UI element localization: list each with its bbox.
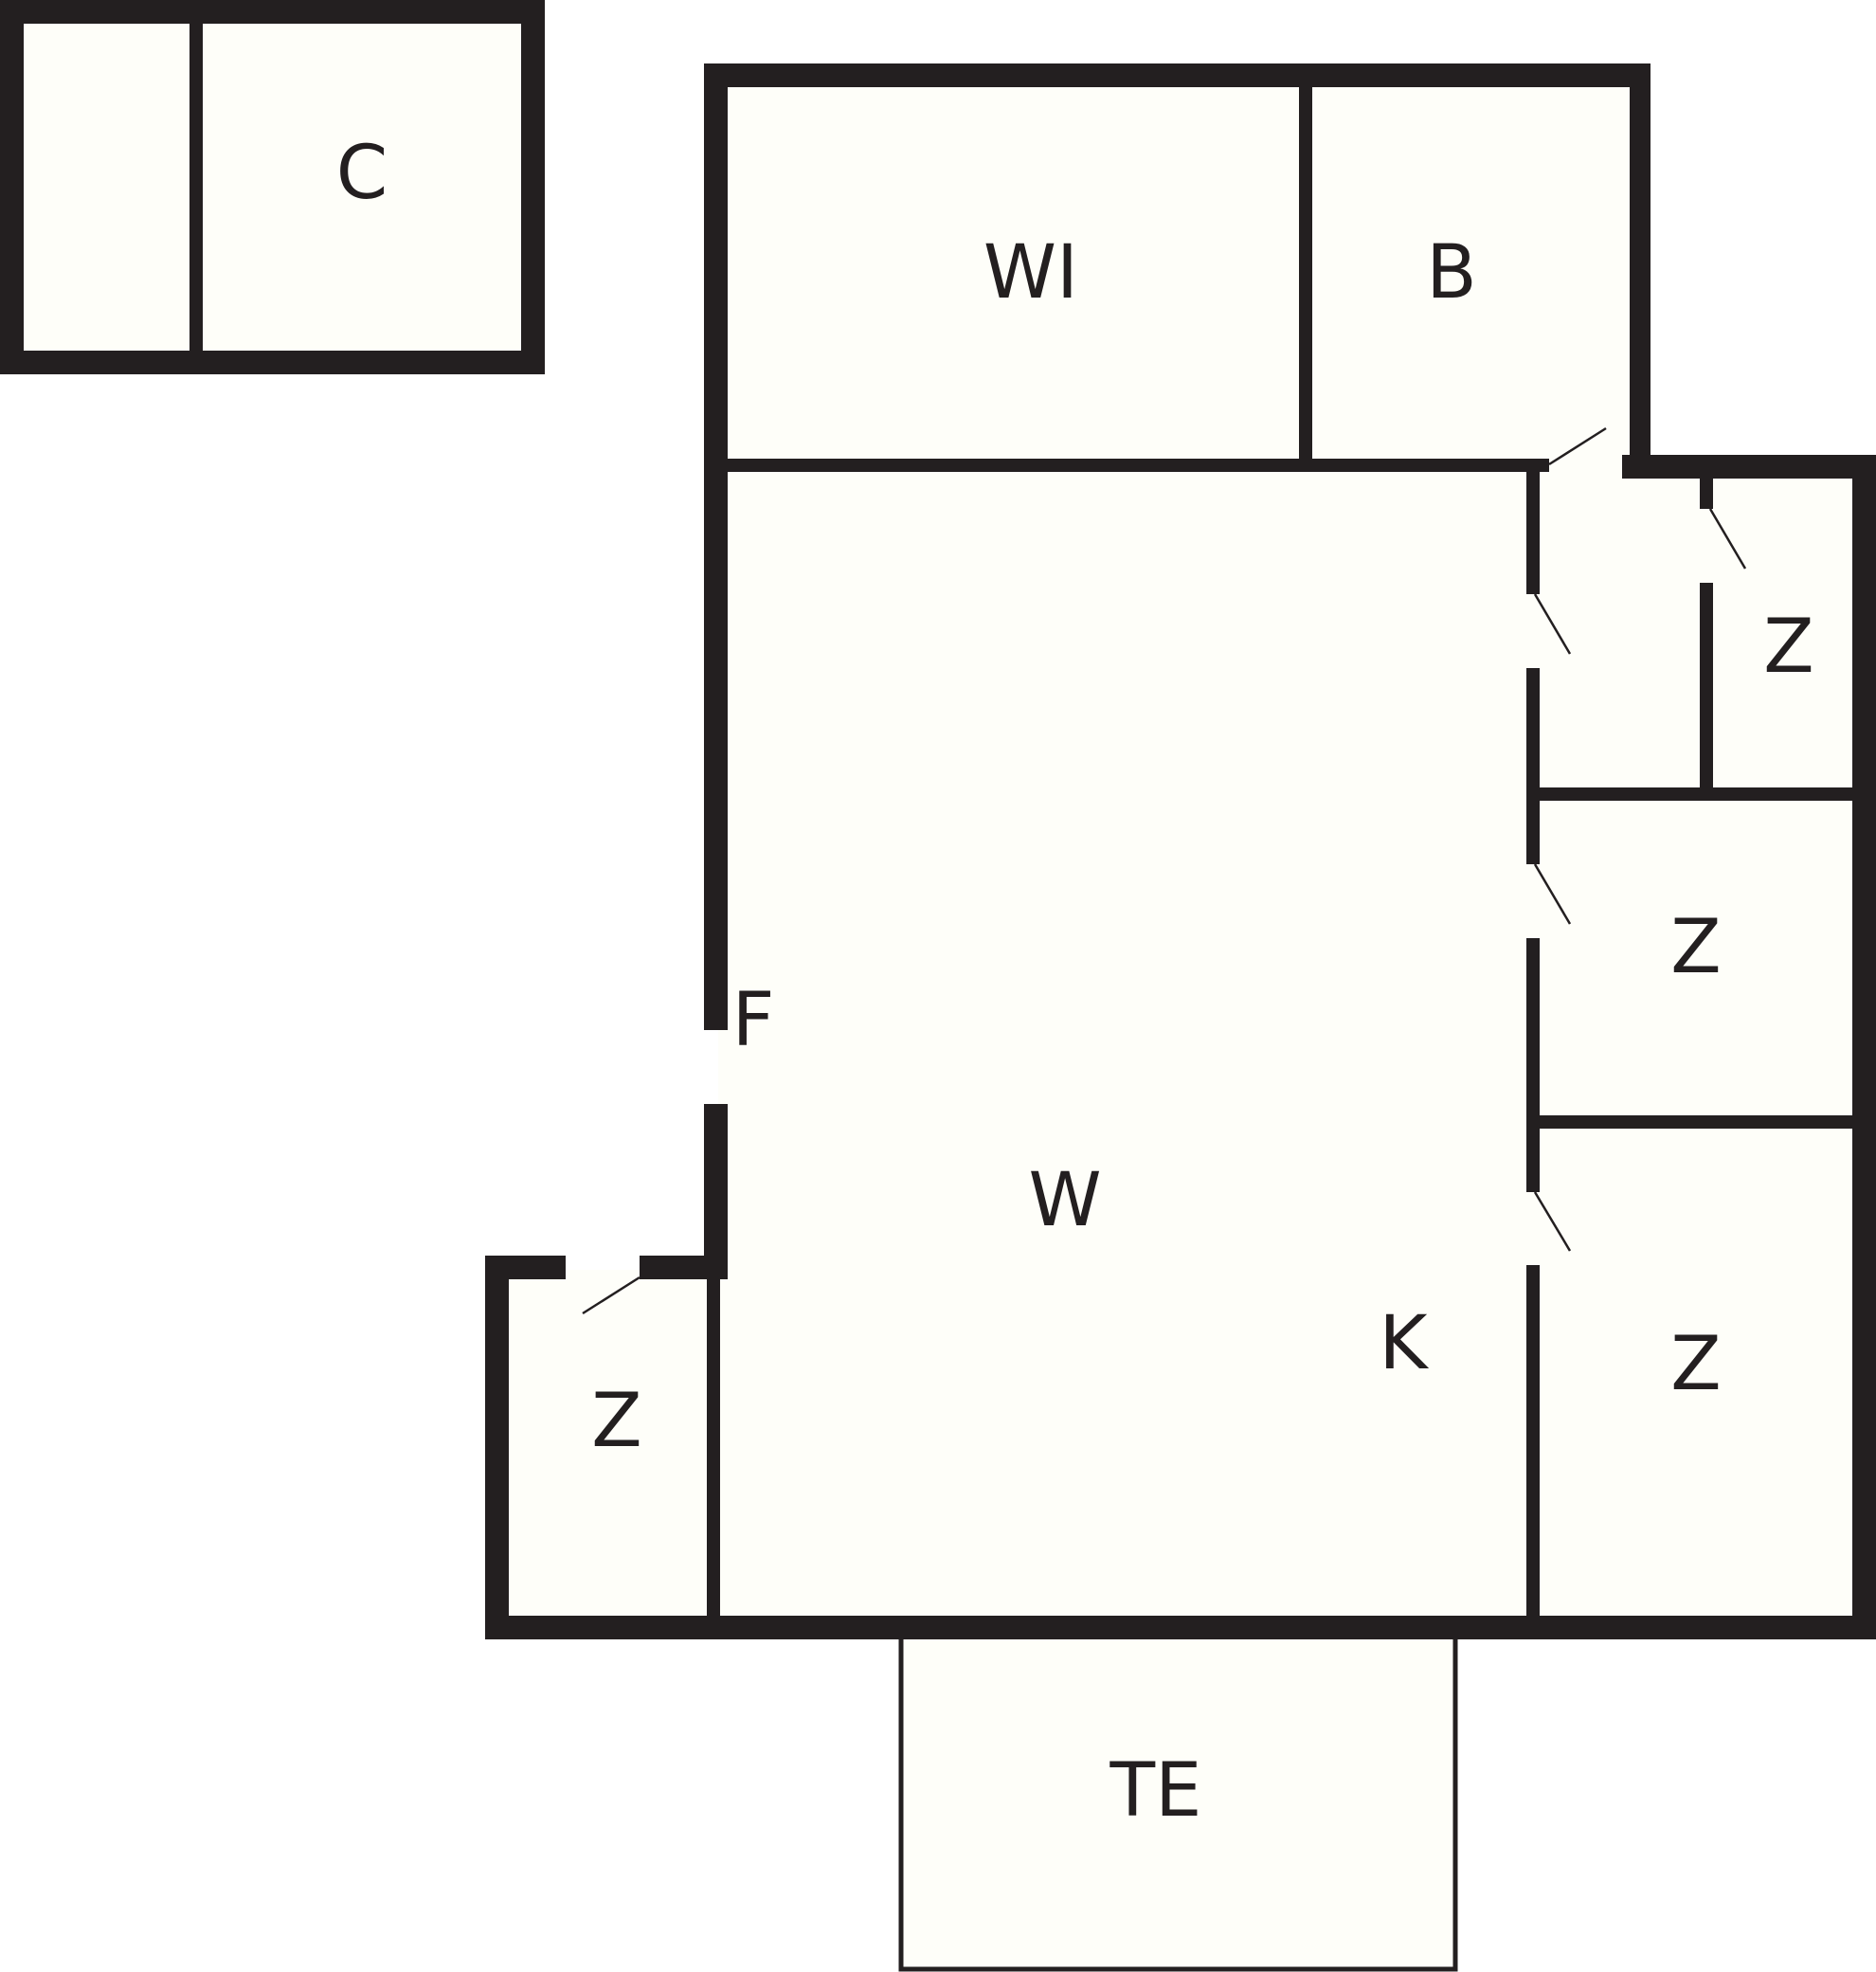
wall-small-divider-top	[1700, 469, 1713, 509]
wall-right-top	[1622, 455, 1876, 479]
wall-column-4	[1526, 1265, 1540, 1625]
wall-z1-bottom	[1533, 787, 1865, 801]
wall-c-right	[521, 0, 545, 374]
label-wi: WI	[983, 230, 1078, 316]
floor-main	[718, 464, 1533, 1625]
floor-left-z	[497, 1270, 718, 1625]
wall-right-outer	[1852, 455, 1876, 1639]
label-te: TE	[1109, 1748, 1202, 1834]
walls	[0, 0, 1876, 1639]
label-z-mid-right: Z	[1670, 905, 1721, 990]
wall-wi-bottom	[718, 459, 1549, 472]
wall-left-lower	[704, 1104, 728, 1279]
wall-wi-b-divider	[1299, 76, 1312, 464]
floor-wi	[718, 76, 1306, 464]
door-swing-b	[1548, 426, 1607, 466]
wall-left-upper	[704, 63, 728, 1030]
floor-fills	[11, 11, 1865, 1969]
label-z-left: Z	[591, 1379, 641, 1464]
door-swing-z2	[1533, 863, 1572, 925]
label-k: K	[1379, 1301, 1429, 1386]
wall-top-right	[1630, 63, 1651, 464]
wall-top	[704, 63, 1651, 87]
wall-leftz-divider	[707, 1270, 720, 1625]
floor-right-column	[1533, 464, 1865, 1625]
wall-small-divider-bottom	[1700, 583, 1713, 794]
label-b: B	[1426, 230, 1477, 316]
door-swing-small	[1708, 508, 1747, 570]
label-f: F	[732, 978, 775, 1063]
door-swing-z1	[1533, 593, 1572, 655]
wall-column-1	[1526, 469, 1540, 594]
floor-storage-c	[11, 11, 531, 362]
label-z-top-right: Z	[1763, 605, 1813, 690]
wall-column-2	[1526, 668, 1540, 864]
wall-leftz-top-a	[485, 1256, 566, 1279]
wall-c-left	[0, 0, 24, 374]
floor-terrace	[901, 1632, 1455, 1969]
wall-c-divider	[189, 11, 203, 362]
wall-c-top	[0, 0, 545, 24]
wall-column-3	[1526, 938, 1540, 1192]
door-swings	[582, 426, 1747, 1315]
label-w: W	[1028, 1158, 1101, 1243]
wall-z2-bottom	[1533, 1115, 1865, 1129]
wall-bottom	[485, 1616, 1876, 1639]
door-swing-z3	[1533, 1191, 1572, 1252]
label-z-bottom-right: Z	[1670, 1322, 1721, 1407]
terrace-outline	[898, 1629, 1458, 1972]
label-c: C	[336, 131, 388, 216]
wall-c-bottom	[0, 351, 545, 374]
room-labels: C WI B W K F Z Z Z Z TE	[336, 131, 1814, 1834]
door-swing-left-z	[582, 1275, 640, 1315]
wall-leftz-left	[485, 1256, 509, 1639]
floor-b	[1306, 76, 1637, 464]
